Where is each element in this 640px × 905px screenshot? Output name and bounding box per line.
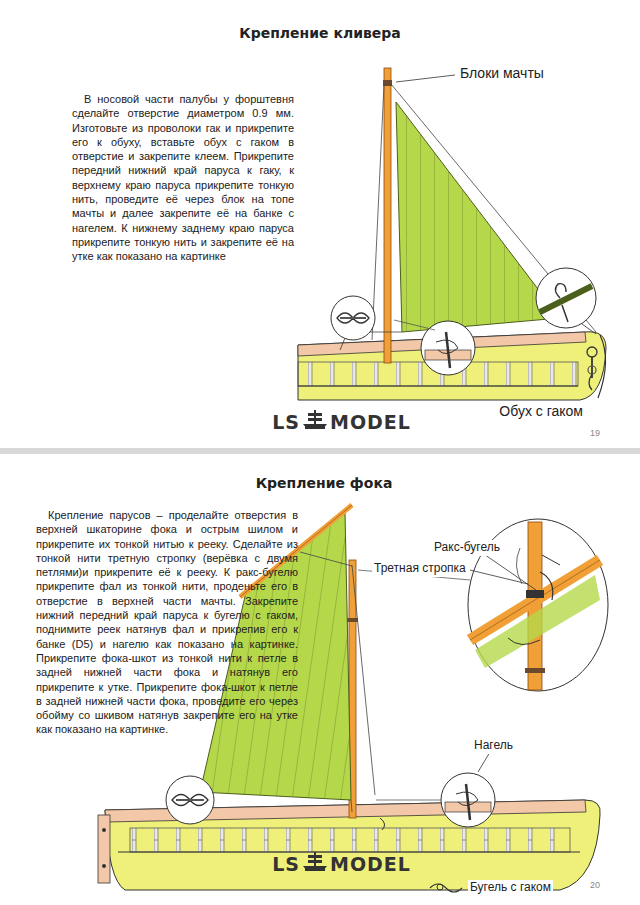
logo-text: MODEL	[330, 852, 411, 877]
page-number: 20	[590, 880, 600, 892]
instruction-text: В носовой части палубы у форштевня сдела…	[72, 92, 294, 264]
part-label: Блоки мачты	[458, 64, 546, 82]
part-label: Обух с гаком	[497, 402, 585, 420]
jib-illustration	[298, 68, 606, 429]
page-number: 19	[590, 428, 600, 440]
part-label: Третная стропка	[372, 561, 468, 577]
page-title: Крепление фока	[4, 474, 640, 492]
logo-text: LS	[272, 410, 300, 435]
logo-text: LS	[272, 852, 300, 877]
part-label: Нагель	[472, 738, 515, 754]
part-label: Ракс-бугель	[432, 540, 502, 556]
part-label: Бугель с гаком	[468, 880, 553, 896]
page-title: Крепление кливера	[0, 24, 640, 42]
instruction-text: Крепление парусов – проделайте отверстия…	[36, 508, 298, 737]
logo-text: MODEL	[330, 410, 411, 435]
